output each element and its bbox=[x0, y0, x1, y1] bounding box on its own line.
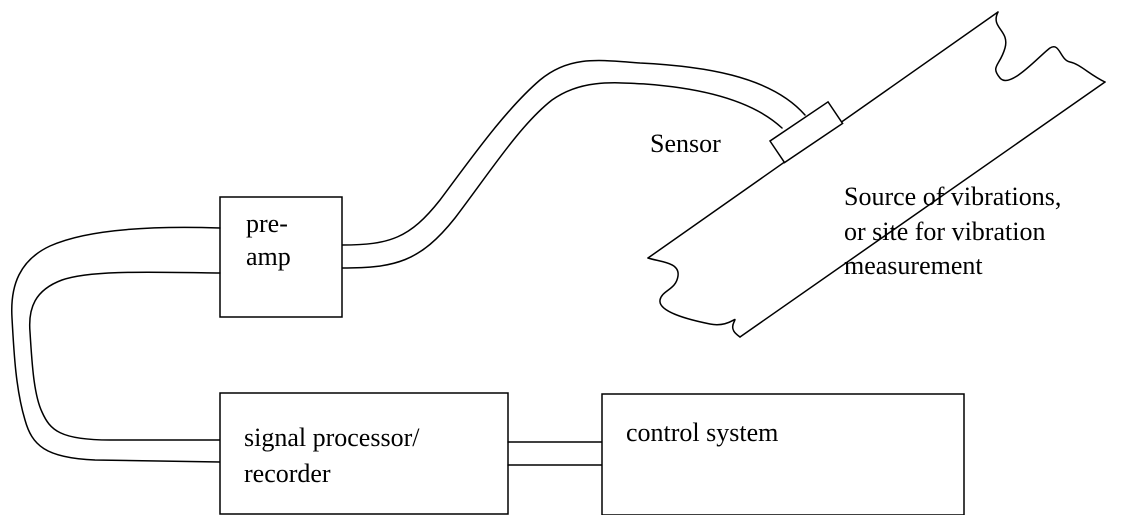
sensor-cable-inner bbox=[341, 82, 783, 269]
source-label-line2: or site for vibration bbox=[844, 217, 1045, 246]
sensor-cable-outer bbox=[341, 59, 806, 246]
preamp-label-line2: amp bbox=[246, 242, 291, 271]
sensor-label: Sensor bbox=[650, 129, 721, 158]
preamp-label-line1: pre- bbox=[246, 209, 288, 238]
source-right-break bbox=[995, 11, 1106, 83]
preamp-box bbox=[219, 196, 343, 318]
signal-processor-box bbox=[219, 392, 509, 515]
sensor-block bbox=[768, 100, 844, 164]
sensor-cable bbox=[341, 59, 806, 269]
signal-processor-label-line2: recorder bbox=[244, 459, 331, 488]
preamp-cable bbox=[11, 226, 221, 463]
source-lower-edge bbox=[739, 81, 1106, 338]
source-label-line1: Source of vibrations, bbox=[844, 182, 1061, 211]
source-left-break bbox=[647, 257, 741, 338]
signal-processor-label-line1: signal processor/ bbox=[244, 423, 420, 452]
control-system-box bbox=[601, 393, 965, 515]
preamp-cable-inner bbox=[28, 271, 221, 441]
vibration-source bbox=[647, 11, 1106, 338]
source-label-line3: measurement bbox=[844, 251, 983, 280]
preamp-cable-outer bbox=[11, 226, 221, 463]
control-system-label: control system bbox=[626, 418, 778, 447]
